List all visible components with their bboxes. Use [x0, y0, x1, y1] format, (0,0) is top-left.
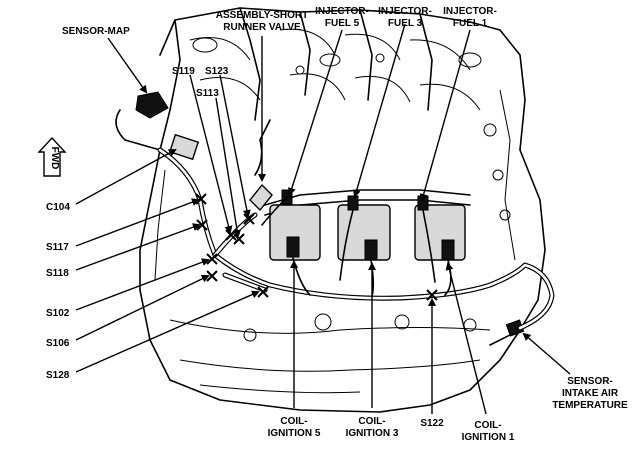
label-sensor-iat-1: SENSOR- — [567, 376, 613, 387]
leader-lines — [75, 23, 571, 415]
label-s106: S106 — [46, 338, 70, 349]
label-injector-fuel5-2: FUEL 5 — [325, 18, 360, 29]
label-sensor-iat-3: TEMPERATURE — [552, 400, 628, 411]
label-s122: S122 — [420, 418, 444, 429]
label-coil-ign5-1: COIL- — [280, 416, 307, 427]
label-injector-fuel1-1: INJECTOR- — [443, 6, 497, 17]
label-coil-ign3-2: IGNITION 3 — [346, 428, 399, 439]
label-coil-ign1-1: COIL- — [474, 420, 501, 431]
label-c104: C104 — [46, 202, 70, 213]
label-injector-fuel1-2: FUEL 1 — [453, 18, 488, 29]
label-injector-fuel5-1: INJECTOR- — [315, 6, 369, 17]
label-s113: S113 — [196, 88, 219, 99]
callout-labels: SENSOR-MAP ASSEMBLY-SHORT RUNNER VALVE I… — [46, 6, 628, 443]
label-coil-ign1-2: IGNITION 1 — [462, 432, 515, 443]
label-coil-ign3-1: COIL- — [358, 416, 385, 427]
label-s117: S117 — [46, 242, 69, 253]
label-injector-fuel3-1: INJECTOR- — [378, 6, 432, 17]
label-s102: S102 — [46, 308, 70, 319]
label-coil-ign5-2: IGNITION 5 — [268, 428, 321, 439]
label-short-runner-valve-1: ASSEMBLY-SHORT — [216, 10, 308, 21]
label-injector-fuel3-2: FUEL 3 — [388, 18, 423, 29]
label-short-runner-valve-2: RUNNER VALVE — [223, 22, 301, 33]
label-s123: S123 — [205, 66, 229, 77]
label-sensor-map: SENSOR-MAP — [62, 26, 130, 37]
label-s118: S118 — [46, 268, 69, 279]
splice-s106 — [206, 270, 218, 282]
front-indicator-label: FWD — [49, 147, 60, 170]
splice-s102 — [206, 253, 218, 265]
label-s119: S119 — [172, 66, 195, 77]
engine-artwork — [115, 7, 546, 413]
up-arrow-icon — [37, 136, 67, 177]
label-s128: S128 — [46, 370, 70, 381]
front-indicator: FWD — [37, 136, 67, 177]
label-sensor-iat-2: INTAKE AIR — [562, 388, 619, 399]
